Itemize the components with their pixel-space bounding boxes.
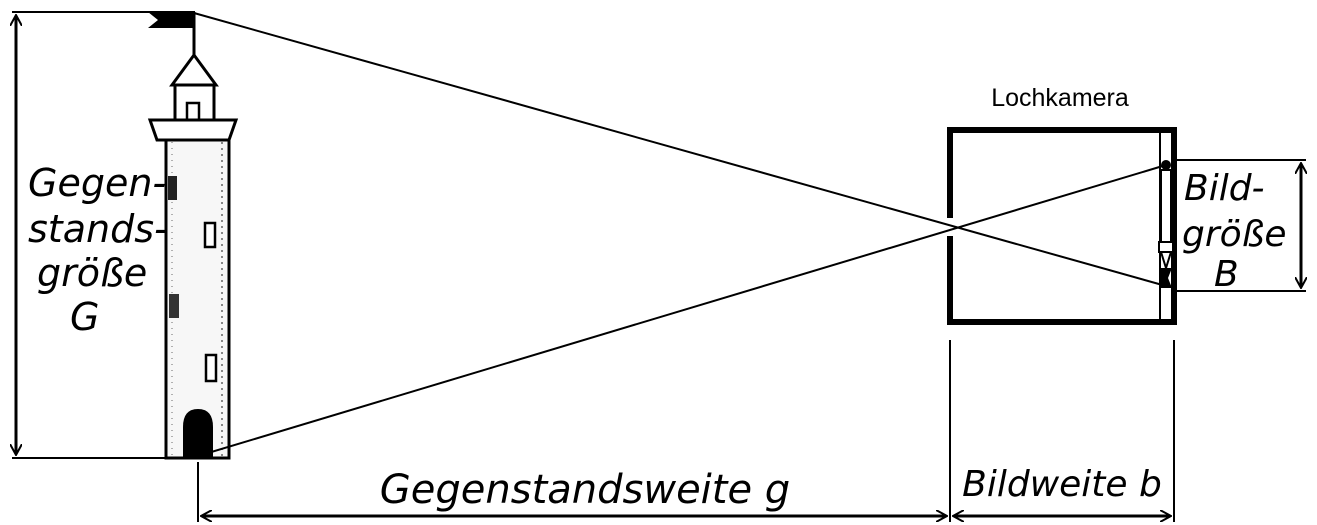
tower-window bbox=[169, 294, 179, 318]
tower-window bbox=[168, 176, 177, 200]
image-size-label-line: Bild- bbox=[1184, 168, 1265, 209]
image-distance-label: Bildweite b bbox=[962, 464, 1162, 505]
image-size-label-line: B bbox=[1214, 254, 1239, 295]
object-size-label-line: Gegen- bbox=[28, 161, 166, 205]
object-size-label: Gegen- stands- größe G bbox=[28, 161, 168, 339]
light-rays bbox=[193, 12, 1167, 457]
object-size-label-line: größe bbox=[37, 251, 147, 295]
tower-window bbox=[204, 353, 218, 383]
distance-dimensions bbox=[197, 340, 1175, 522]
object-size-label-line: stands- bbox=[28, 207, 168, 251]
tower-illustration bbox=[147, 12, 239, 460]
tower-window bbox=[203, 221, 217, 249]
inverted-image bbox=[1158, 160, 1174, 288]
object-distance-label: Gegenstandsweite g bbox=[380, 467, 790, 513]
pinhole-camera-box bbox=[947, 127, 1177, 325]
tower-door bbox=[183, 409, 213, 458]
flag bbox=[148, 12, 194, 28]
object-size-label-line: G bbox=[70, 295, 99, 339]
camera-label: Lochkamera bbox=[991, 84, 1129, 112]
image-size-label: Bild- größe B bbox=[1182, 168, 1287, 295]
image-size-dimension bbox=[1174, 159, 1306, 292]
image-size-label-line: größe bbox=[1182, 214, 1287, 255]
